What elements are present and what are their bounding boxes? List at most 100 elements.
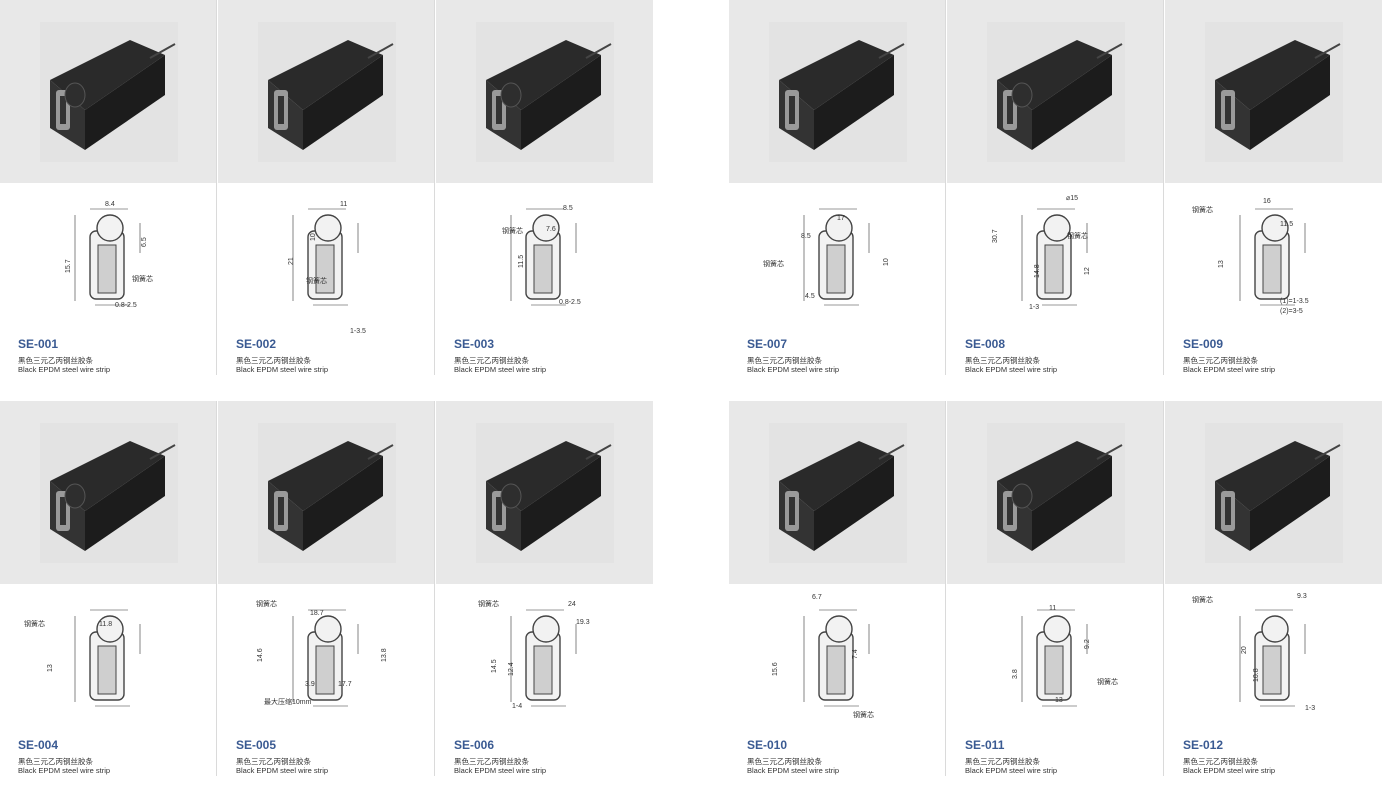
dimension-label: 0.8-2.5 bbox=[115, 302, 137, 309]
dimension-label: 17 bbox=[837, 215, 845, 222]
product-code: SE-006 bbox=[454, 738, 495, 752]
dimension-label: ⌀15 bbox=[1066, 195, 1078, 202]
dimension-label: 13 bbox=[1218, 260, 1225, 268]
dimension-label: 18.7 bbox=[310, 610, 324, 617]
product-name-cn: 黑色三元乙丙钢丝胶条 bbox=[454, 356, 529, 365]
dimension-label: 12.4 bbox=[508, 662, 515, 676]
dimension-label: 钢簧芯 bbox=[1192, 205, 1213, 214]
dimension-label: 1-3 bbox=[1029, 304, 1039, 311]
product-code: SE-002 bbox=[236, 337, 277, 351]
dimension-label: 10 bbox=[883, 258, 890, 266]
dimension-label: 16 bbox=[1263, 198, 1271, 205]
product-name-en: Black EPDM steel wire strip bbox=[18, 365, 111, 374]
product-name-cn: 黑色三元乙丙钢丝胶条 bbox=[18, 757, 93, 766]
product-name-cn: 黑色三元乙丙钢丝胶条 bbox=[454, 757, 529, 766]
dimension-label: 钢簧芯 bbox=[478, 599, 499, 608]
dimension-label: 13 bbox=[1055, 697, 1063, 704]
product-name-en: Black EPDM steel wire strip bbox=[18, 766, 111, 775]
product-photo bbox=[476, 423, 614, 563]
dimension-label: 11.8 bbox=[99, 621, 112, 628]
dimension-label: 钢簧芯 bbox=[256, 599, 277, 608]
product-code: SE-003 bbox=[454, 337, 495, 351]
dimension-label: 6.7 bbox=[812, 594, 822, 601]
dimension-label: 10 bbox=[310, 233, 317, 241]
dimension-label: 14.5 bbox=[491, 659, 498, 673]
dimension-label: 14.8 bbox=[1034, 264, 1041, 278]
product-code: SE-012 bbox=[1183, 738, 1224, 752]
dimension-label: 钢簧芯 bbox=[1192, 595, 1213, 604]
product-name-cn: 黑色三元乙丙钢丝胶条 bbox=[1183, 757, 1258, 766]
dimension-label: 9.2 bbox=[1084, 639, 1091, 649]
product-name-cn: 黑色三元乙丙钢丝胶条 bbox=[236, 757, 311, 766]
dimension-label: 20 bbox=[1241, 646, 1248, 654]
product-photo bbox=[258, 22, 396, 162]
dimension-label: 钢簧芯 bbox=[132, 274, 153, 283]
product-code: SE-009 bbox=[1183, 337, 1224, 351]
product-name-cn: 黑色三元乙丙钢丝胶条 bbox=[965, 757, 1040, 766]
dimension-label: (2)=3-5 bbox=[1280, 308, 1303, 315]
dimension-label: 1-3 bbox=[1305, 705, 1315, 712]
dimension-label: 8.4 bbox=[105, 201, 115, 208]
product-photo bbox=[258, 423, 396, 563]
dimension-label: 1-3.5 bbox=[350, 328, 366, 333]
photo-area bbox=[436, 0, 653, 183]
product-photo bbox=[1205, 423, 1343, 563]
dimension-label: 7.4 bbox=[852, 649, 859, 659]
product-code: SE-011 bbox=[965, 738, 1005, 752]
product-name-en: Black EPDM steel wire strip bbox=[454, 766, 547, 775]
product-photo bbox=[987, 22, 1125, 162]
dimension-label: 24 bbox=[568, 601, 576, 608]
dimension-label: 钢簧芯 bbox=[502, 226, 523, 235]
dimension-label: 12 bbox=[1084, 267, 1091, 275]
dimension-label: 3.9 bbox=[305, 681, 315, 688]
photo-area bbox=[0, 0, 216, 183]
product-name-en: Black EPDM steel wire strip bbox=[1183, 365, 1276, 374]
product-photo bbox=[40, 423, 178, 563]
dimension-label: 钢簧芯 bbox=[1067, 231, 1088, 240]
dimension-label: 4.5 bbox=[805, 293, 815, 300]
dimension-label: 钢簧芯 bbox=[853, 710, 874, 719]
product-name-cn: 黑色三元乙丙钢丝胶条 bbox=[1183, 356, 1258, 365]
product-name-cn: 黑色三元乙丙钢丝胶条 bbox=[236, 356, 311, 365]
product-photo bbox=[769, 22, 907, 162]
product-photo bbox=[1205, 22, 1343, 162]
dimension-label: 13 bbox=[47, 664, 54, 672]
photo-area bbox=[729, 0, 945, 183]
photo-area bbox=[218, 401, 434, 584]
dimension-label: 钢簧芯 bbox=[1097, 677, 1118, 686]
product-code: SE-005 bbox=[236, 738, 277, 752]
dimension-label: 10.8 bbox=[1253, 668, 1260, 682]
photo-area bbox=[947, 0, 1163, 183]
dimension-label: 11.5 bbox=[1280, 221, 1293, 228]
product-photo bbox=[987, 423, 1125, 563]
product-code: SE-007 bbox=[747, 337, 788, 351]
product-name-cn: 黑色三元乙丙钢丝胶条 bbox=[965, 356, 1040, 365]
